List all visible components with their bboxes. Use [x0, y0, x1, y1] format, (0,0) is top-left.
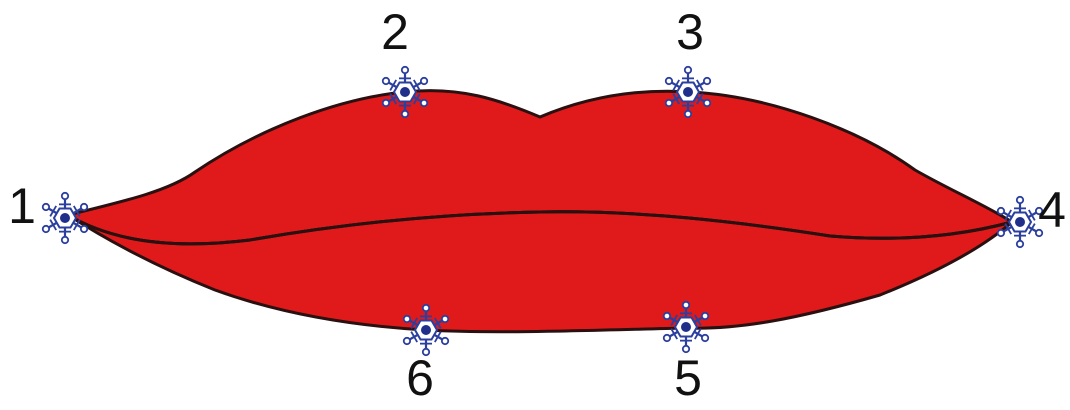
landmark-label-6: 6 [406, 350, 434, 406]
landmark-label-2: 2 [381, 4, 409, 60]
landmark-label-4: 4 [1038, 182, 1066, 238]
landmark-label-1: 1 [8, 178, 36, 234]
landmark-label-3: 3 [676, 4, 704, 60]
landmark-label-5: 5 [674, 350, 702, 406]
